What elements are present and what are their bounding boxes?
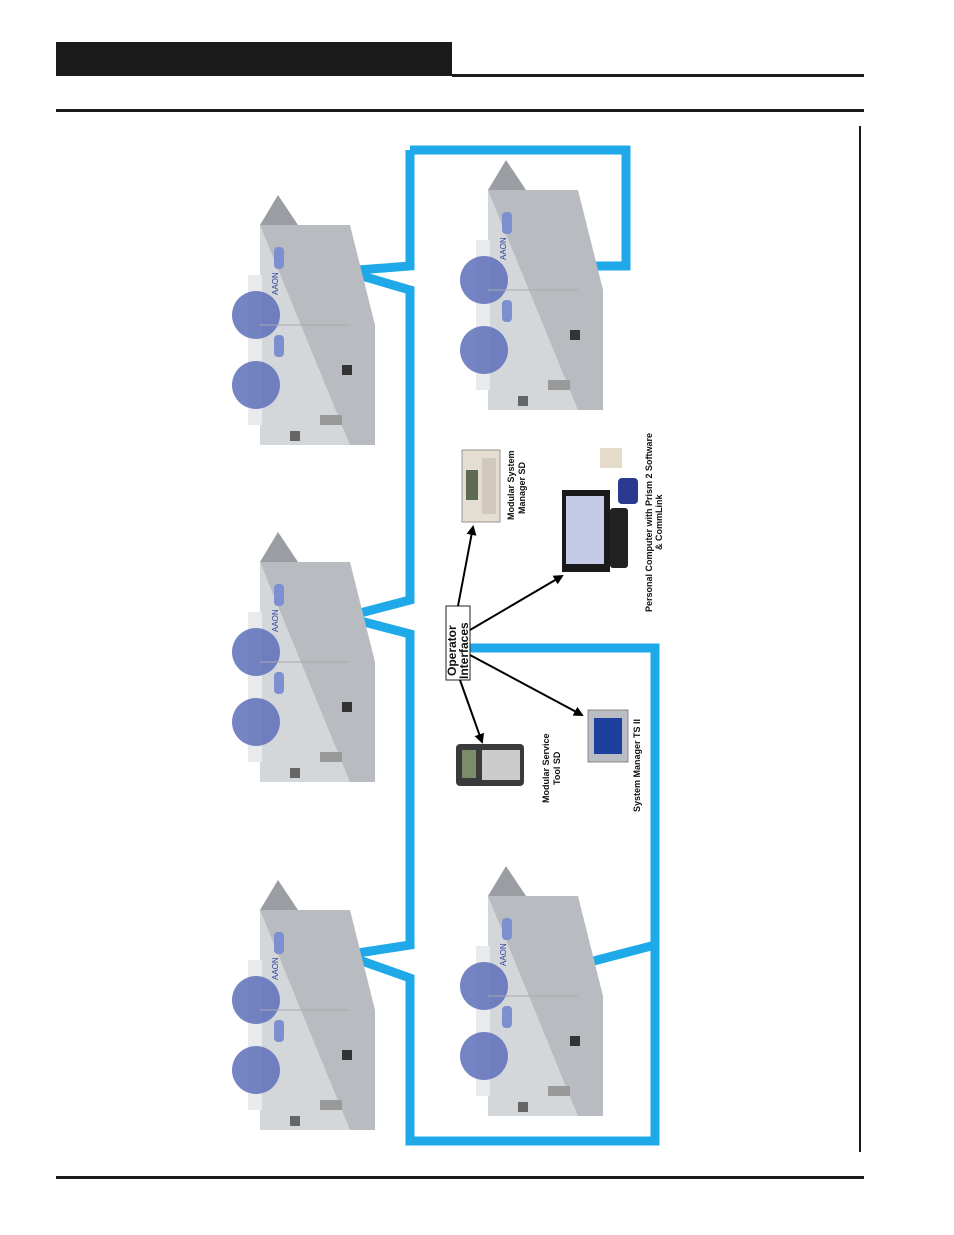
- rooftop-unit-5: AAON: [459, 865, 604, 1117]
- modular-service-tool-device: Modular Service Tool SD: [456, 733, 562, 803]
- svg-text:AAON: AAON: [499, 943, 508, 966]
- rooftop-unit-1: AAON: [231, 194, 376, 446]
- operator-interfaces-box: Operator Interfaces: [445, 605, 471, 681]
- rooftop-unit-4: AAON: [231, 879, 376, 1131]
- personal-computer-device: Personal Computer with Prism 2 Software …: [562, 433, 664, 612]
- svg-text:AAON: AAON: [271, 609, 280, 632]
- modular-system-manager-device: Modular System Manager SD: [461, 449, 527, 523]
- header-title-block: [56, 42, 452, 76]
- rooftop-unit-2: AAON: [459, 159, 604, 411]
- svg-text:Modular Service: Modular Service: [541, 733, 551, 803]
- bottom-rule: [56, 1176, 864, 1179]
- svg-text:System Manager TS II: System Manager TS II: [632, 719, 642, 812]
- svg-text:Modular System: Modular System: [506, 450, 516, 520]
- interface-arrows: [457, 525, 584, 744]
- svg-text:Manager SD: Manager SD: [517, 461, 527, 514]
- svg-text:& CommLink: & CommLink: [654, 494, 664, 550]
- system-manager-ts2-device: System Manager TS II: [587, 709, 642, 812]
- rooftop-unit-3: AAON: [231, 531, 376, 783]
- svg-text:AAON: AAON: [271, 957, 280, 980]
- header-rule: [452, 74, 864, 77]
- svg-text:Personal Computer with Prism 2: Personal Computer with Prism 2 Software: [644, 433, 654, 612]
- svg-text:AAON: AAON: [271, 272, 280, 295]
- svg-text:Operator: Operator: [445, 625, 459, 676]
- svg-text:Interfaces: Interfaces: [457, 622, 471, 679]
- top-rule: [56, 109, 864, 112]
- side-rule: [859, 126, 861, 1152]
- svg-text:Tool SD: Tool SD: [552, 751, 562, 785]
- svg-text:AAON: AAON: [499, 237, 508, 260]
